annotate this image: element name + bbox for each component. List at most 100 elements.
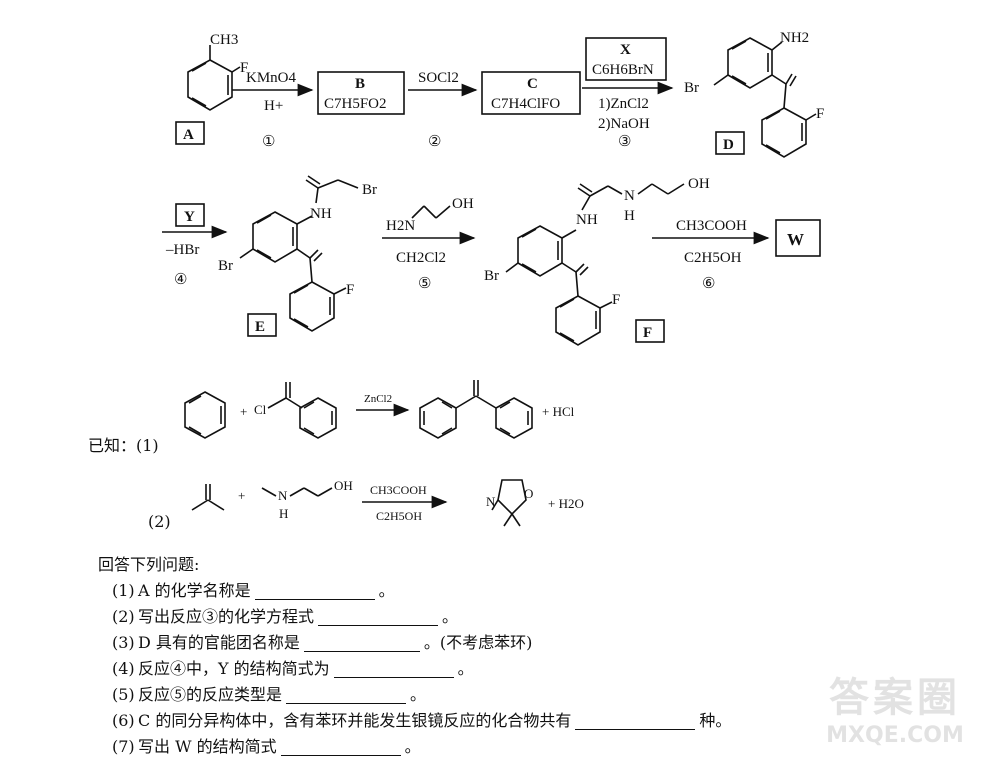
reagent-x-label: X: [620, 42, 631, 58]
answer-blank-1[interactable]: [254, 581, 375, 600]
answer-blank-3[interactable]: [303, 633, 420, 652]
known-2-oxazolidine: [491, 479, 527, 527]
compound-d-label: D: [723, 137, 734, 153]
reagent-x-formula: C6H6BrN: [592, 62, 654, 78]
question-suffix: 。: [442, 607, 459, 626]
step1-reagent-top: KMnO4: [246, 70, 297, 86]
known-1-byproduct: + HCl: [542, 404, 575, 419]
compound-d-structure: [713, 37, 817, 158]
answer-blank-6[interactable]: [575, 711, 696, 730]
compound-e-br: Br: [218, 258, 233, 274]
question-3: (3) D 具有的官能团名称是 。(不考虑苯环): [98, 630, 978, 656]
known-2-plus: +: [238, 488, 245, 503]
compound-c-label: C: [527, 76, 538, 92]
step5-reagent-top: H2N: [386, 218, 415, 234]
compound-e-br-chain: Br: [362, 182, 377, 198]
answer-blank-2[interactable]: [318, 607, 439, 626]
answer-blank-5[interactable]: [286, 685, 407, 704]
known-2-n: N: [278, 488, 288, 503]
question-text: A 的化学名称是: [138, 581, 251, 600]
watermark-top: 答案圈: [829, 675, 961, 721]
step6-reagent-top: CH3COOH: [676, 218, 747, 234]
step5-number: ⑤: [418, 276, 431, 292]
step5-reagent-oh: OH: [452, 196, 474, 212]
question-number: (3): [112, 633, 135, 652]
known-1-benzophenone: [419, 380, 533, 439]
reagent-y-label: Y: [184, 209, 195, 225]
question-number: (4): [112, 659, 135, 678]
label-box-f: [635, 319, 665, 343]
known-2-label: (2): [148, 512, 171, 531]
answer-blank-7[interactable]: [280, 737, 401, 756]
question-text: 反应④中，Y 的结构简式为: [138, 659, 330, 678]
known-1-benzoyl-chloride: [267, 382, 337, 439]
compound-e-nh: NH: [310, 206, 332, 222]
step2-reagent-top: SOCl2: [418, 70, 459, 86]
compound-d-f: F: [816, 106, 824, 122]
question-7: (7) 写出 W 的结构简式 。: [98, 734, 978, 760]
compound-f-h: H: [624, 208, 635, 224]
known-2-ring-o: O: [524, 486, 533, 501]
question-number: (7): [112, 737, 135, 756]
question-text: 写出 W 的结构简式: [138, 737, 277, 756]
questions-intro: 回答下列问题:: [98, 555, 200, 574]
watermark: 答案圈 MXQE.COM: [800, 665, 990, 760]
compound-d-nh2: NH2: [780, 30, 809, 46]
step3-reagent-2: 2)NaOH: [598, 116, 650, 132]
known-section-label: 已知：(1): [88, 436, 159, 455]
known-2-aminoethanol: [261, 487, 333, 497]
compound-a-f: F: [240, 60, 248, 76]
answer-blank-4[interactable]: [333, 659, 454, 678]
compound-a-ch3: CH3: [210, 32, 238, 48]
compound-b-label: B: [355, 76, 365, 92]
box-x: [585, 37, 667, 81]
compound-f-nh: NH: [576, 212, 598, 228]
compound-f-label: F: [643, 325, 652, 341]
question-number: (2): [112, 607, 135, 626]
question-number: (6): [112, 711, 135, 730]
question-text: 反应⑤的反应类型是: [138, 685, 283, 704]
step4-reagent-bottom: –HBr: [165, 242, 199, 258]
step4-number: ④: [174, 272, 187, 288]
compound-f-structure: [505, 183, 685, 346]
box-w: [775, 219, 821, 257]
known-2-acetone: [191, 484, 225, 511]
question-2: (2) 写出反应③的化学方程式 。: [98, 604, 978, 630]
compound-b-formula: C7H5FO2: [324, 96, 387, 112]
known-2-ring-n: N: [486, 494, 496, 509]
step6-reagent-bottom: C2H5OH: [684, 250, 742, 266]
question-6: (6) C 的同分异构体中，含有苯环并能发生银镜反应的化合物共有 种。: [98, 708, 978, 734]
reaction-scheme: CH3 F A KMnO4 H+ ① B C7H5FO2 SOCl2 ② C C…: [162, 30, 824, 527]
compound-w-label: W: [787, 230, 804, 249]
compound-f-br: Br: [484, 268, 499, 284]
question-text: 写出反应③的化学方程式: [138, 607, 315, 626]
known-2-reagent-bottom: C2H5OH: [376, 509, 422, 523]
known-1-catalyst: ZnCl2: [364, 393, 392, 405]
compound-e-f: F: [346, 282, 354, 298]
question-suffix: 。: [404, 737, 421, 756]
step1-reagent-bottom: H+: [264, 98, 283, 114]
compound-e-label: E: [255, 319, 265, 335]
compound-d-br: Br: [684, 80, 699, 96]
question-number: (1): [112, 581, 135, 600]
step3-number: ③: [618, 134, 631, 150]
question-text: D 具有的官能团名称是: [138, 633, 300, 652]
label-box-d: [715, 131, 745, 155]
question-suffix: 。: [457, 659, 474, 678]
question-4: (4) 反应④中，Y 的结构简式为 。: [98, 656, 978, 682]
box-c: [481, 71, 581, 115]
known-1-cl: Cl: [254, 402, 267, 417]
question-suffix: 种。: [699, 711, 732, 730]
known-2-reagent-top: CH3COOH: [370, 483, 427, 497]
known-1-plus: +: [240, 404, 247, 419]
known-2-h: H: [279, 506, 288, 521]
label-box-e: [247, 313, 277, 337]
question-5: (5) 反应⑤的反应类型是 。: [98, 682, 978, 708]
compound-a-structure: [187, 45, 241, 111]
compound-c-formula: C7H4ClFO: [491, 96, 560, 112]
compound-e-structure: [239, 175, 359, 332]
known-1-benzene: [184, 391, 226, 439]
step3-reagent-1: 1)ZnCl2: [598, 96, 649, 112]
step6-number: ⑥: [702, 276, 715, 292]
compound-f-n: N: [624, 188, 635, 204]
